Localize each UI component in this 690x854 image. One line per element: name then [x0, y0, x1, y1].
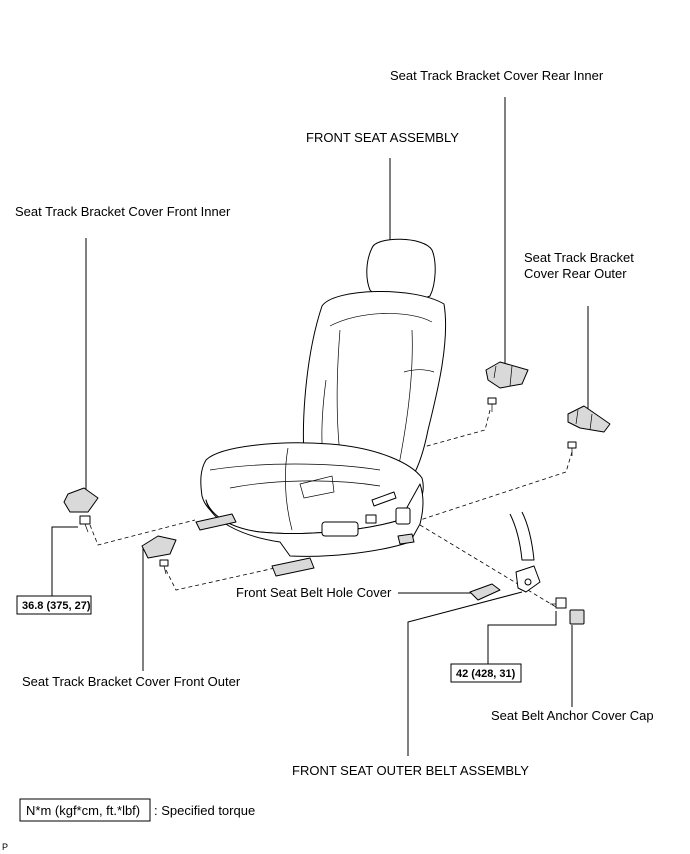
- label-rear-inner: Seat Track Bracket Cover Rear Inner: [390, 68, 604, 83]
- label-rear-outer-line2: Cover Rear Outer: [524, 266, 627, 281]
- legend-unit-text: N*m (kgf*cm, ft.*lbf): [26, 803, 140, 818]
- front-seat-assembly: [195, 238, 447, 577]
- torque-value-anchor: 42 (428, 31): [456, 668, 516, 680]
- label-front-inner: Seat Track Bracket Cover Front Inner: [15, 204, 231, 219]
- seat-track-bracket-cover-front-outer: [141, 535, 177, 559]
- label-outer-belt: FRONT SEAT OUTER BELT ASSEMBLY: [292, 763, 529, 778]
- seat-track-bracket-cover-front-inner: [63, 487, 99, 513]
- label-hole-cover: Front Seat Belt Hole Cover: [236, 585, 392, 600]
- label-anchor-cap: Seat Belt Anchor Cover Cap: [491, 708, 654, 723]
- bolt-front-outer: [159, 559, 169, 575]
- anchor-bolt: [550, 597, 567, 609]
- torque-box-front-inner: [16, 595, 92, 615]
- seat-belt-anchor-cover-cap: [569, 609, 585, 625]
- bolt-rear-inner: [487, 397, 497, 412]
- torque-value-front-inner: 36.8 (375, 27): [22, 600, 91, 612]
- legend-unit-box: [19, 798, 151, 822]
- torque-box-anchor: [450, 663, 522, 683]
- seat-track-bracket-cover-rear-outer: [567, 405, 611, 433]
- label-rear-outer-line1: Seat Track Bracket: [524, 250, 634, 265]
- front-seat-belt-hole-cover: [469, 583, 501, 601]
- seat-track-bracket-cover-rear-inner: [485, 361, 529, 389]
- bolt-rear-outer: [567, 441, 577, 456]
- leader-lines: [51, 97, 589, 756]
- bolt-front-inner: [79, 515, 91, 533]
- label-front-outer: Seat Track Bracket Cover Front Outer: [22, 674, 241, 689]
- corner-mark: P: [2, 842, 8, 852]
- front-seat-outer-belt-assembly: [509, 511, 541, 593]
- legend-description: : Specified torque: [154, 803, 255, 818]
- label-front-seat-assembly: FRONT SEAT ASSEMBLY: [306, 130, 459, 145]
